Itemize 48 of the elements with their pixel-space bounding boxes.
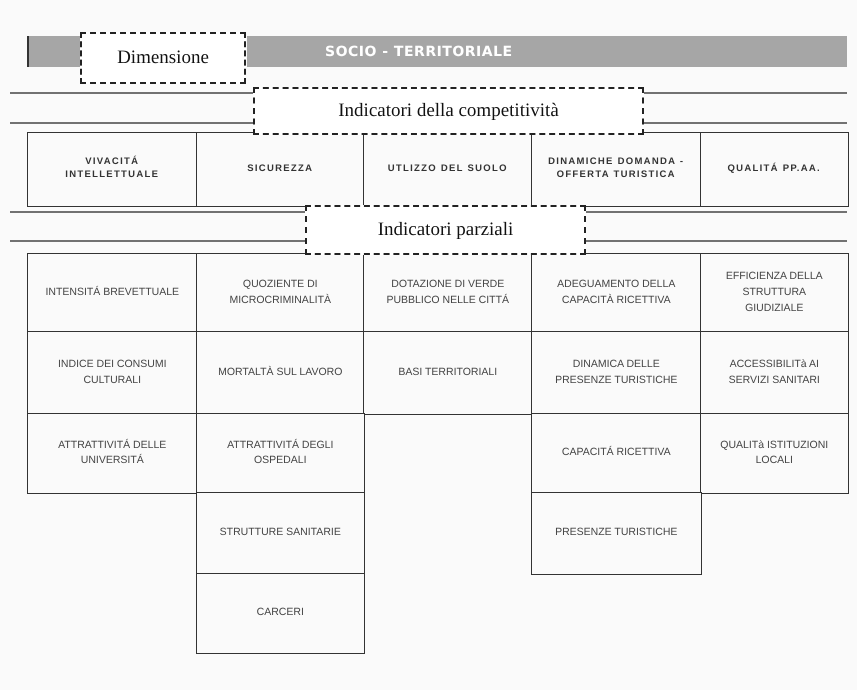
indicator-text: MORTALTÀ SUL LAVORO [217, 364, 344, 380]
indicator-box [363, 331, 532, 414]
header-text: UTLIZZO DEL SUOLO [386, 162, 509, 176]
indicator-text: STRUTTURE SANITARIE [218, 525, 342, 540]
indicator-text: QUOZIENTE DI MICROCRIMINALITÀ [228, 277, 332, 308]
indicator-box [27, 331, 198, 414]
indicator-text: CAPACITÁ RICETTIVA [560, 445, 672, 460]
dashed-tag-box [253, 87, 644, 135]
tag-text: Dimensione [117, 47, 209, 69]
indicator-box [531, 492, 702, 574]
indicator-text: PRESENZE TURISTICHE [554, 525, 678, 540]
indicator-box [196, 413, 364, 494]
indicator-text: QUALITà ISTITUZIONI LOCALI [719, 438, 830, 468]
indicator-box [700, 413, 848, 494]
indicator-box [531, 331, 702, 414]
indicator-box [196, 492, 364, 574]
header-box [700, 132, 848, 206]
indicator-text: ADEGUAMENTO DELLA CAPACITÀ RICETTIVA [556, 277, 676, 308]
indicator-box [196, 331, 364, 414]
indicator-text: INDICE DEI CONSUMI CULTURALI [56, 357, 168, 388]
indicator-text: CARCERI [256, 605, 305, 620]
indicator-text: BASI TERRITORIALI [397, 364, 498, 380]
indicator-box [196, 573, 364, 654]
tag-text: Indicatori parziali [378, 219, 514, 241]
dashed-tag-box [80, 32, 246, 84]
indicator-box [700, 253, 848, 332]
band-title: SOCIO - TERRITORIALE [325, 44, 513, 60]
indicator-text: INTENSITÁ BREVETTUALE [44, 284, 180, 300]
dashed-tag-box [305, 205, 586, 255]
header-text: VIVACITÁ INTELLETTUALE [64, 156, 160, 182]
indicator-box [531, 413, 702, 494]
dimension-band [247, 36, 847, 67]
header-text: SICUREZZA [246, 162, 314, 176]
tag-text: Indicatori della competitività [338, 100, 559, 122]
indicator-box [27, 253, 198, 332]
header-box [531, 132, 702, 206]
indicator-text: EFFICIENZA DELLA STRUTTURA GIUDIZIALE [724, 269, 824, 316]
indicator-text: DINAMICA DELLE PRESENZE TURISTICHE [554, 357, 678, 388]
header-text: QUALITÁ PP.AA. [726, 162, 822, 176]
indicator-text: DOTAZIONE DI VERDE PUBBLICO NELLE CITTÁ [385, 277, 510, 308]
indicator-box [27, 413, 198, 494]
indicator-box [531, 253, 702, 332]
indicator-text: ATTRATTIVITÁ DEGLI OSPEDALI [226, 438, 334, 468]
indicator-text: ATTRATTIVITÁ DELLE UNIVERSITÁ [57, 438, 168, 468]
header-text: DINAMICHE DOMANDA - OFFERTA TURISTICA [547, 156, 686, 182]
indicator-text: ACCESSIBILITà AI SERVIZI SANITARI [728, 357, 821, 388]
header-box [27, 132, 198, 206]
indicator-box [700, 331, 848, 414]
